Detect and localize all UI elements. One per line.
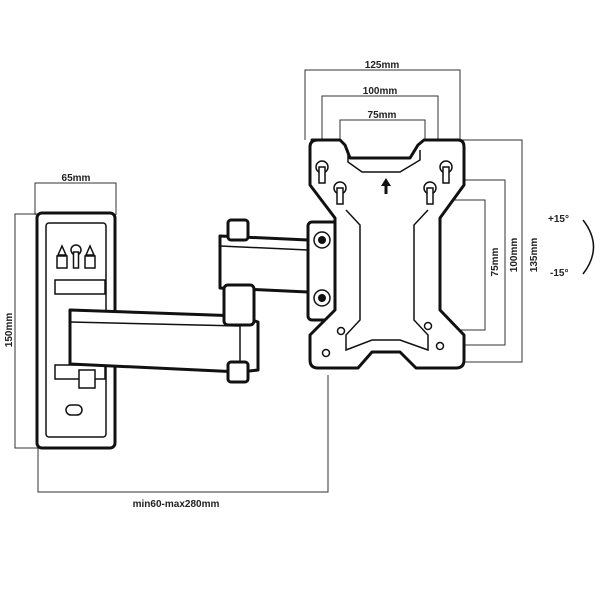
label-vertical-75mm: 75mm xyxy=(490,247,501,276)
upper-arm xyxy=(218,218,320,327)
keyhole-icon xyxy=(56,244,96,269)
label-100mm: 100mm xyxy=(363,86,398,97)
dim-150mm: 150mm xyxy=(4,213,40,449)
label-75mm: 75mm xyxy=(368,110,397,121)
dim-125mm: 125mm xyxy=(304,60,461,140)
tilt-arc-icon: +15° -15° xyxy=(548,214,595,279)
vesa-keyholes xyxy=(315,160,453,205)
vesa-plate xyxy=(308,138,466,370)
tilt-down-label: -15° xyxy=(550,268,568,279)
tilt-up-label: +15° xyxy=(548,214,569,225)
label-150mm: 150mm xyxy=(4,313,15,348)
dim-100mm: 100mm xyxy=(321,86,439,160)
label-extension: min60-max280mm xyxy=(133,499,220,510)
dim-vertical-75mm: 75mm xyxy=(430,199,501,331)
label-vertical-100mm: 100mm xyxy=(509,238,520,273)
dim-vertical-135mm: 135mm xyxy=(460,139,540,363)
dim-extension: min60-max280mm xyxy=(37,375,329,510)
up-arrow-icon xyxy=(381,178,391,194)
dim-vertical-100mm: 100mm xyxy=(445,179,520,346)
dim-65mm: 65mm xyxy=(34,173,117,215)
dim-75mm: 75mm xyxy=(339,110,426,150)
lower-arm xyxy=(68,308,260,384)
label-vertical-135mm: 135mm xyxy=(529,238,540,273)
label-125mm: 125mm xyxy=(365,60,400,71)
label-65mm: 65mm xyxy=(62,173,91,184)
